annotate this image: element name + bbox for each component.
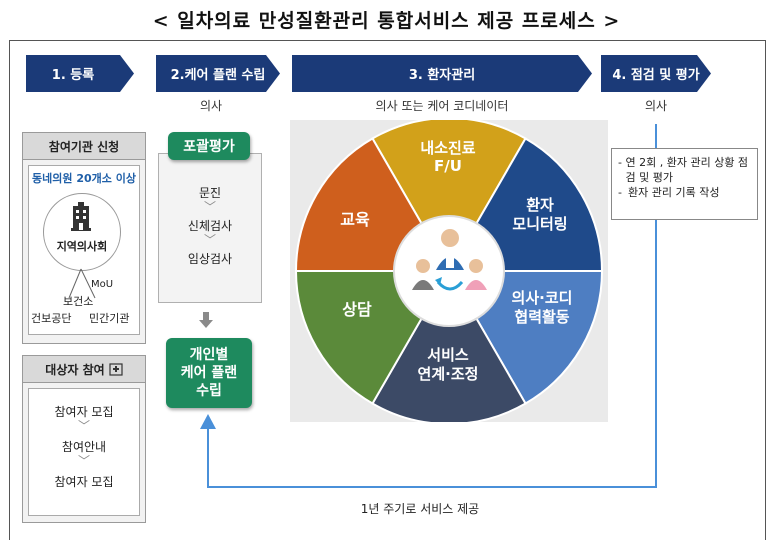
assessment-item: 문진 (198, 186, 222, 200)
wheel-label-collaboration: 의사·코디 협력활동 (511, 289, 573, 326)
registration-panel: 참여기관 신청 동네의원 20개소 이상 지역의사회 MoU 보건소 건보공단 … (22, 132, 146, 344)
participation-header: 대상자 참여 (23, 356, 145, 383)
partner-nhis: 건보공단 (31, 312, 72, 325)
participation-step: 참여안내 (61, 440, 107, 454)
cycle-label: 1년 주기로 서비스 제공 (360, 502, 480, 516)
stage-1-registration: 1. 등록 (26, 55, 134, 92)
building-icon (71, 202, 91, 231)
evaluation-note: -연 2회 , 환자 관리 상황 점검 및 평가 -환자 관리 기록 작성 (611, 148, 758, 220)
wheel-label-counseling: 상담 (342, 300, 372, 319)
stage-3-patient-management: 3. 환자관리 (292, 55, 592, 92)
evaluation-note-item: -연 2회 , 환자 관리 상황 점검 및 평가 (618, 156, 749, 184)
arrow-down-icon (199, 312, 213, 328)
page-title: < 일차의료 만성질환관리 통합서비스 제공 프로세스 > (152, 10, 621, 32)
stage-2-actor: 의사 (199, 99, 223, 113)
mou-label: MoU (91, 279, 114, 290)
assessment-item: 임상검사 (187, 252, 233, 266)
stage-4-evaluation: 4. 점검 및 평가 (601, 55, 711, 92)
wheel-label-visit: 내소진료 F/U (420, 139, 476, 175)
partner-public-health: 보건소 (63, 295, 94, 308)
mou-connector-lines (68, 268, 96, 299)
stage-4-actor: 의사 (644, 99, 668, 113)
assessment-item: 신체검사 (187, 219, 233, 233)
partner-private: 민간기관 (89, 312, 130, 325)
wheel-segment-visit (371, 120, 527, 273)
participation-body: 참여자 모집 ﹀ 참여안내 ﹀ 참여자 모집 (28, 388, 140, 516)
chevron-down-icon: ﹀ (203, 233, 216, 247)
stage-3-actor: 의사 또는 케어 코디네이터 (375, 99, 509, 113)
participation-step: 참여자 모집 (54, 405, 114, 419)
diagram-frame (9, 40, 766, 540)
chevron-down-icon: ﹀ (203, 200, 216, 214)
chevron-down-icon: ﹀ (77, 454, 90, 468)
chevron-down-icon: ﹀ (77, 419, 90, 433)
registration-header: 참여기관 신청 (23, 133, 145, 160)
participation-step: 참여자 모집 (54, 475, 114, 489)
stage-2-care-plan: 2.케어 플랜 수립 (156, 55, 280, 92)
wheel-label-education: 교육 (340, 210, 370, 229)
hospital-icon (109, 363, 123, 376)
wheel-label-coordination: 서비스 연계·조정 (417, 346, 479, 383)
evaluation-note-item: -환자 관리 기록 작성 (618, 186, 720, 199)
clinic-count-label: 동네의원 20개소 이상 (32, 172, 136, 185)
registration-body: 동네의원 20개소 이상 지역의사회 MoU 보건소 건보공단 민간기관 (28, 165, 140, 335)
care-plan-result: 개인별 케어 플랜 수립 (166, 338, 252, 408)
medical-association-label: 지역의사회 (56, 240, 108, 253)
comprehensive-assessment-label: 포괄평가 (168, 132, 250, 160)
wheel-label-monitoring: 환자 모니터링 (512, 196, 568, 233)
assessment-panel: 문진 ﹀ 신체검사 ﹀ 임상검사 (158, 153, 262, 303)
medical-association-circle: 지역의사회 (43, 193, 121, 271)
participation-panel: 대상자 참여 참여자 모집 ﹀ 참여안내 ﹀ 참여자 모집 (22, 355, 146, 523)
